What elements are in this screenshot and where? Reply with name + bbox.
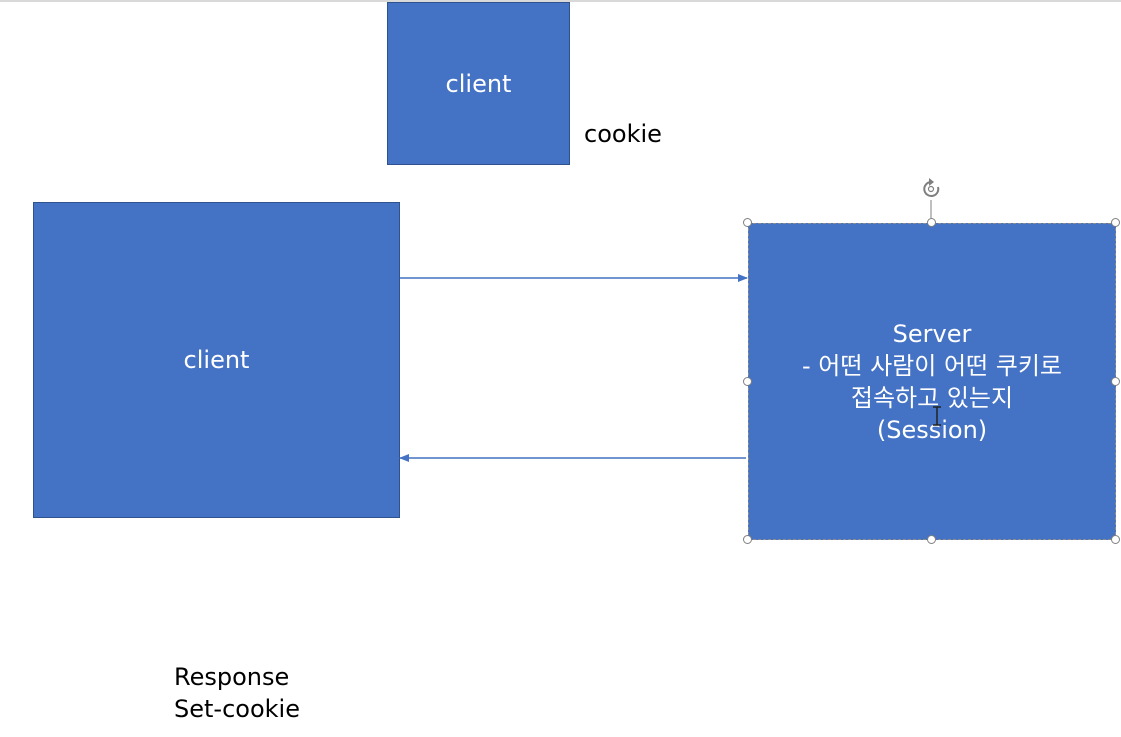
top-divider [0, 0, 1121, 2]
client-box-small-label: client [445, 69, 512, 98]
server-box-selected[interactable]: Server - 어떤 사람이 어떤 쿠키로 접속하고 있는지 (Session… [748, 223, 1116, 540]
set-cookie-label: Set-cookie [174, 695, 300, 723]
client-box-main-label: client [183, 346, 250, 374]
server-title: Server [892, 319, 972, 348]
resize-handle-top-middle[interactable] [927, 218, 936, 227]
server-description-line2: 접속하고 있는지 [850, 383, 1014, 412]
resize-handle-bottom-right[interactable] [1111, 535, 1120, 544]
server-description-line1: - 어떤 사람이 어떤 쿠키로 [802, 351, 1062, 380]
text-cursor-icon [933, 406, 941, 426]
resize-handle-middle-right[interactable] [1111, 377, 1120, 386]
client-box-main[interactable]: client [33, 202, 400, 518]
cookie-label: cookie [584, 120, 662, 148]
client-box-small[interactable]: client [387, 2, 570, 165]
resize-handle-bottom-middle[interactable] [927, 535, 936, 544]
response-label: Response [174, 663, 290, 691]
resize-handle-bottom-left[interactable] [743, 535, 752, 544]
server-session-note: (Session) [876, 415, 988, 444]
resize-handle-top-right[interactable] [1111, 218, 1120, 227]
resize-handle-middle-left[interactable] [743, 377, 752, 386]
rotate-icon[interactable] [923, 178, 940, 218]
resize-handle-top-left[interactable] [743, 218, 752, 227]
